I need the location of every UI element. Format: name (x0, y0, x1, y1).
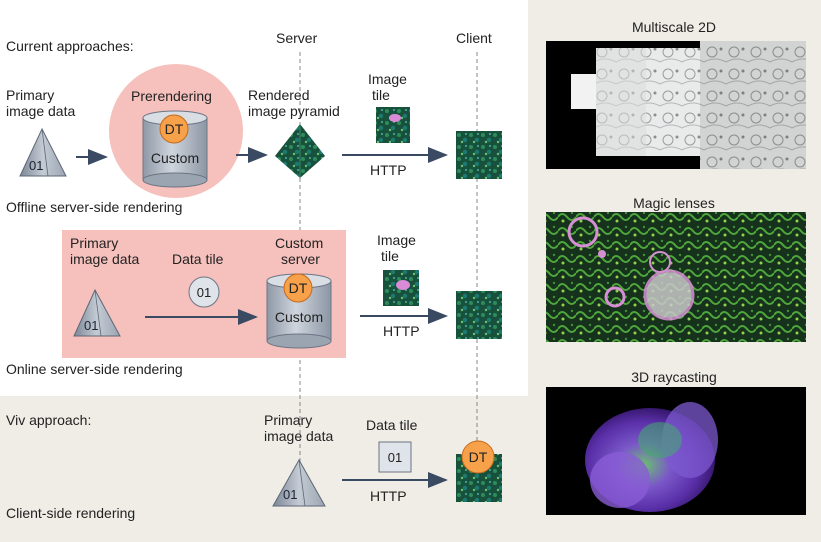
offline-pyramid-code: 01 (29, 158, 43, 173)
prerendering-cylinder (142, 110, 208, 188)
online-image-tile-label-1: Image (377, 232, 416, 248)
prerendering-label: Prerendering (131, 88, 212, 104)
raycasting-title: 3D raycasting (631, 369, 717, 385)
rendered-pyramid (275, 124, 325, 178)
offline-dt-text: DT (165, 121, 184, 137)
current-approaches-label: Current approaches: (6, 38, 134, 54)
magic-lenses-title: Magic lenses (633, 195, 715, 211)
rendered-pyramid-label-1: Rendered (248, 87, 310, 103)
viv-http-label: HTTP (370, 488, 407, 504)
offline-cyl-label: Custom (151, 150, 199, 166)
online-dt-badge (283, 273, 313, 303)
online-data-tile-code: 01 (197, 285, 211, 300)
offline-dt-badge (159, 114, 189, 144)
viv-data-tile-label: Data tile (366, 417, 418, 433)
online-caption: Online server-side rendering (6, 361, 183, 377)
rendered-pyramid-label-2: image pyramid (248, 103, 340, 119)
online-dt-text: DT (289, 280, 308, 296)
viv-dt-badge (461, 440, 495, 474)
online-data-tile-label: Data tile (172, 251, 224, 267)
viv-primary-label-1: Primary (264, 412, 313, 428)
server-label: Server (276, 30, 318, 46)
custom-server-label-1: Custom (275, 235, 324, 251)
viv-caption: Client-side rendering (6, 505, 136, 521)
client-label: Client (456, 30, 492, 46)
online-data-tile-circle (188, 276, 220, 308)
online-http-label: HTTP (383, 323, 420, 339)
offline-primary-label-1: Primary (6, 87, 55, 103)
viv-pyramid-code: 01 (283, 487, 297, 502)
viv-data-tile-code: 01 (388, 450, 402, 465)
online-client-tile (456, 291, 502, 339)
raycasting-thumbnail (546, 387, 806, 515)
offline-source-pyramid (19, 127, 67, 177)
offline-caption: Offline server-side rendering (6, 199, 183, 215)
viv-dt-text: DT (469, 449, 488, 465)
offline-image-tile (376, 107, 410, 143)
offline-image-tile-label-2: tile (372, 87, 390, 103)
offline-primary-label-2: image data (6, 103, 76, 119)
online-image-tile (383, 270, 419, 306)
multiscale-title: Multiscale 2D (631, 19, 717, 35)
online-image-tile-label-2: tile (381, 248, 399, 264)
offline-image-tile-label-1: Image (368, 71, 407, 87)
online-primary-label-2: image data (70, 251, 140, 267)
custom-server-label-2: server (281, 251, 320, 267)
viv-primary-label-2: image data (264, 428, 334, 444)
offline-client-tile (456, 131, 502, 179)
online-pyramid-code: 01 (84, 318, 98, 333)
viv-data-tile-box (378, 441, 412, 473)
offline-http-label: HTTP (370, 162, 407, 178)
online-cyl-label: Custom (275, 309, 323, 325)
viv-source-pyramid (272, 458, 326, 507)
online-source-pyramid (73, 288, 121, 337)
multiscale-thumbnail (546, 41, 806, 169)
magic-lenses-thumbnail (546, 212, 806, 342)
viv-approach-label: Viv approach: (6, 412, 92, 428)
online-primary-label-1: Primary (70, 235, 119, 251)
